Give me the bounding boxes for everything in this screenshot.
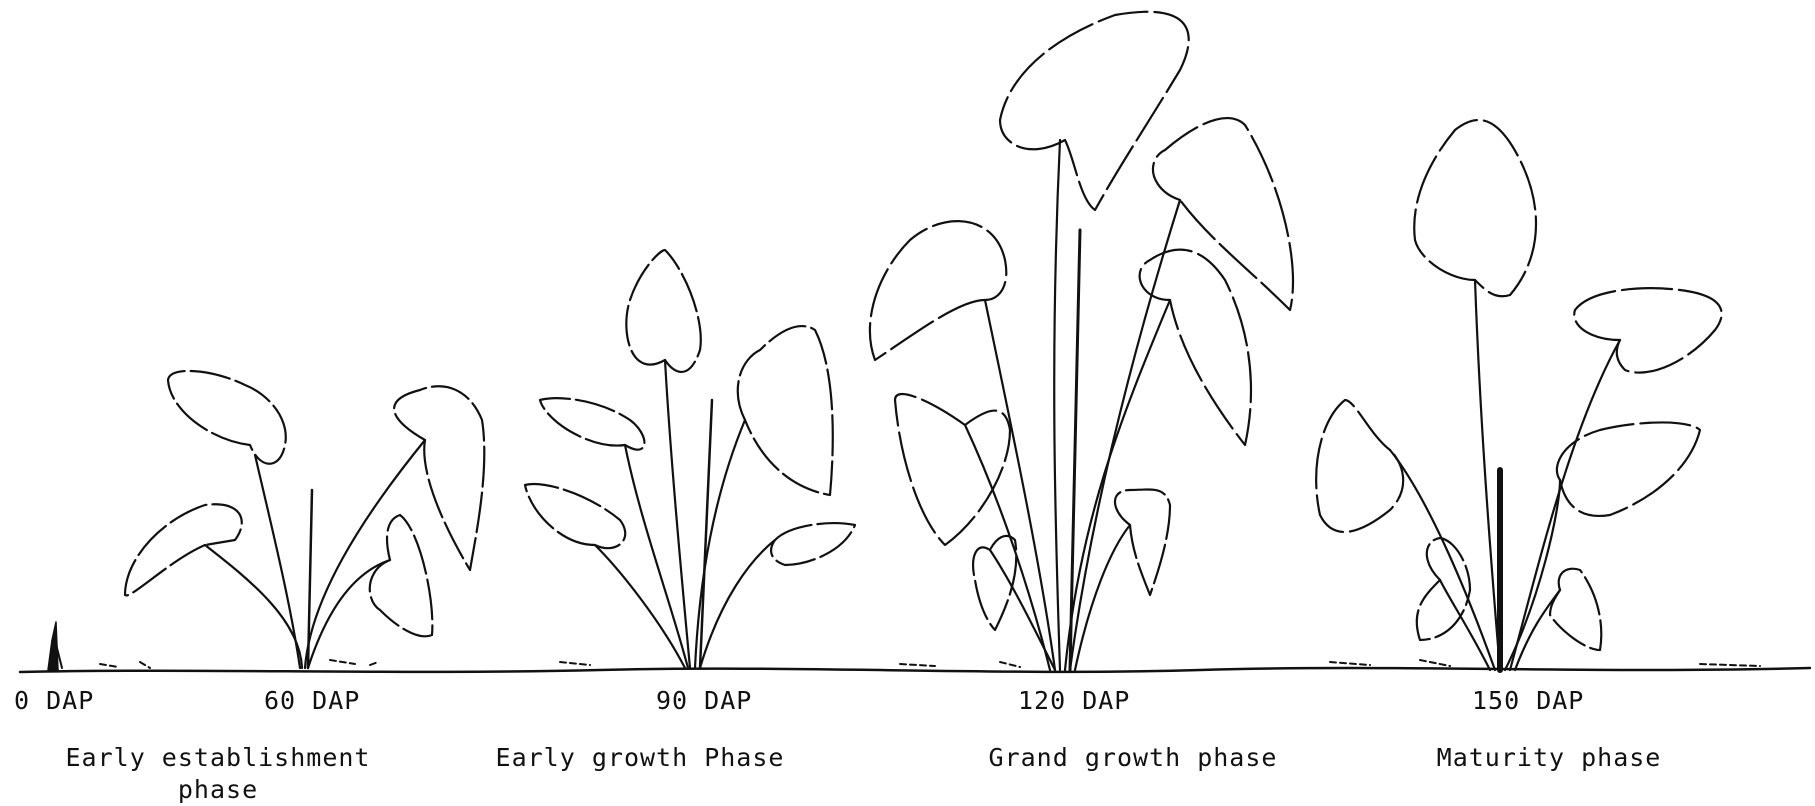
leaf [125,504,242,595]
plant-90-dap [525,250,855,668]
leaf [168,371,286,464]
plant-60-dap [125,371,484,668]
leaf [394,386,484,570]
leaf [895,394,1010,545]
dap-label-0: 0 DAP [14,686,94,715]
phase-label-line1: Grand growth phase [958,742,1308,774]
leaf [1115,489,1170,595]
leaf [1550,569,1601,650]
phase-label-early-growth: Early growth Phase [462,742,818,774]
phase-label-line1: Maturity phase [1408,742,1690,774]
ground-line [20,668,1810,672]
leaf [626,250,700,372]
dap-label-120: 120 DAP [1018,686,1130,715]
dap-label-150: 150 DAP [1472,686,1584,715]
phase-label-early-establishment: Early establishment phase [34,742,402,806]
leaf [1417,538,1470,640]
leaf [1574,288,1721,372]
leaf [1153,118,1293,310]
leaf [1316,400,1403,532]
leaf [1414,120,1536,296]
sprout-0-dap [48,622,62,670]
phase-label-maturity: Maturity phase [1408,742,1690,774]
leaf [370,515,433,636]
phase-label-grand-growth: Grand growth phase [958,742,1308,774]
leaf [870,221,1006,360]
phase-label-line1: Early establishment [34,742,402,774]
dap-label-90: 90 DAP [656,686,752,715]
leaf [540,398,644,449]
leaf [771,523,855,565]
leaf [1000,12,1189,210]
leaf [525,484,625,548]
dap-label-60: 60 DAP [264,686,360,715]
phase-label-line2: phase [34,774,402,806]
plant-150-dap [1316,120,1721,670]
leaf [738,326,833,495]
phase-label-line1: Early growth Phase [462,742,818,774]
plant-120-dap [870,12,1293,670]
